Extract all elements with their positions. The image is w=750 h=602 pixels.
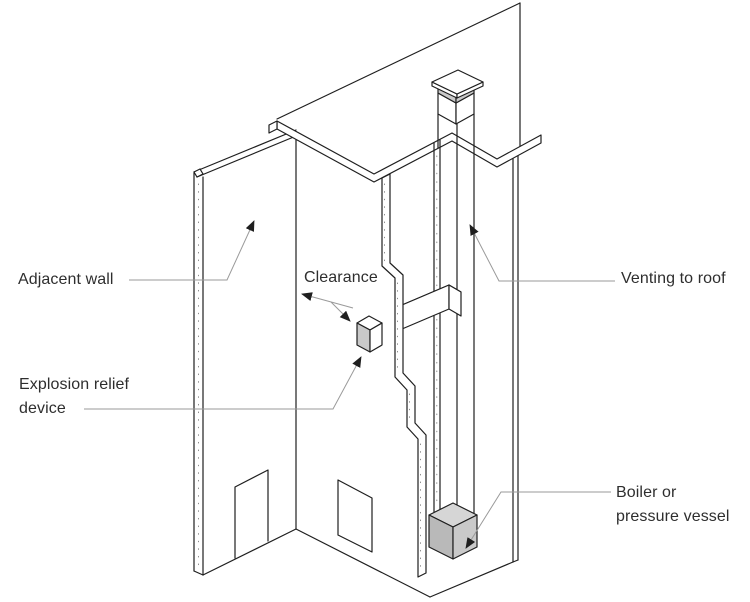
leader-clearance-to-wall: [301, 292, 354, 309]
relief-vent-pipe: [381, 173, 427, 578]
panel-bottom-cap: [193, 570, 204, 576]
panel-top-inner-edge: [196, 135, 297, 178]
label-boiler-pressure-vessel: Boiler or pressure vessel: [616, 484, 730, 525]
leader-lines: [84, 220, 615, 549]
door-openings: [234, 469, 373, 559]
left-wall-base-edge: [202, 528, 297, 576]
left-door-opening: [234, 469, 269, 559]
right-door-opening: [337, 479, 373, 553]
roof-slab: [268, 120, 542, 183]
leader-clearance-to-device: [330, 301, 351, 322]
label-venting-to-roof: Venting to roof: [621, 270, 726, 287]
floor-front-right-edge: [429, 561, 514, 598]
label-explosion-relief-device: Explosion relief device: [19, 376, 130, 417]
beam-front-face: [401, 284, 450, 330]
back-wall-and-floor: [202, 2, 521, 598]
leader-venting-to-roof: [469, 224, 615, 282]
roof-vent-cap: [431, 69, 484, 125]
adjacent-wall-panel: [193, 129, 297, 576]
leader-explosion-relief-device: [84, 356, 362, 410]
vent-shaft-to-roof: [433, 113, 475, 514]
device-right-face: [369, 322, 383, 353]
relief-pipe-stipple: [384, 183, 421, 573]
leader-adjacent-wall: [129, 220, 255, 281]
panel-top-outer-edge: [193, 129, 297, 173]
support-beam: [401, 284, 462, 330]
label-adjacent-wall: Adjacent wall: [18, 271, 114, 288]
roof-slab-left-end-cap: [268, 120, 278, 134]
cap-lid-top: [431, 69, 484, 95]
boiler-pressure-vessel: [428, 502, 478, 560]
panel-top-end-cap: [193, 168, 204, 178]
floor-front-left-edge: [295, 528, 431, 598]
back-wall-top-edge: [276, 2, 521, 120]
leader-boiler: [465, 491, 611, 549]
label-clearance: Clearance: [304, 269, 378, 286]
relief-pipe-outline: [381, 173, 427, 578]
beam-end-face: [448, 284, 462, 317]
explosion-relief-device: [356, 315, 383, 353]
right-wall-cut-bottom: [512, 559, 519, 563]
roof-slab-front-face: [276, 120, 542, 183]
